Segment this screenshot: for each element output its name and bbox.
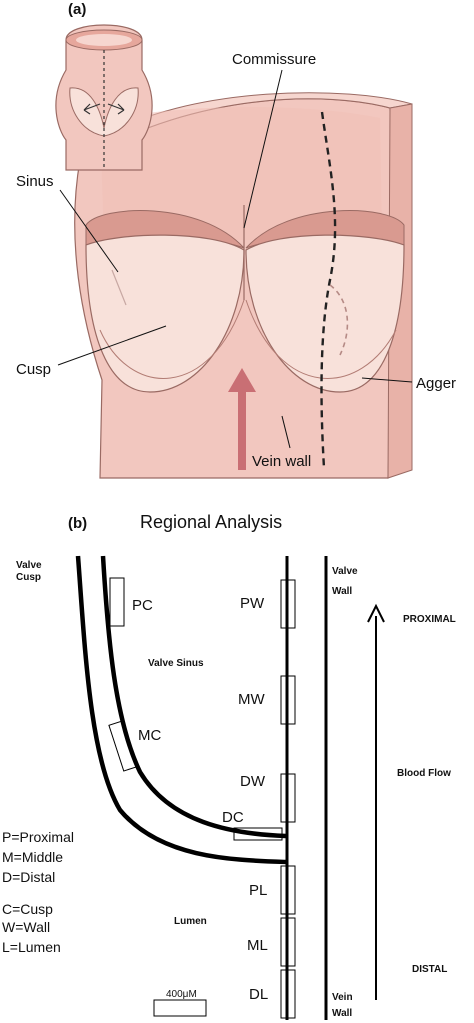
legend-item-middle: M=Middle [2,849,63,865]
vein-wall-label: Vein wall [252,453,311,470]
valve-wall-label-1: Valve [332,566,358,577]
sinus-label: Sinus [16,173,54,190]
panel-b: (b) Regional Analysis PC MC DC PW MW DW … [2,512,456,1020]
panel-a: (a) [16,1,456,479]
region-box-pl [280,865,296,915]
panel-b-title: Regional Analysis [140,512,282,532]
region-label-dl: DL [249,986,268,1003]
agger-leader [361,377,413,383]
proximal-label: PROXIMAL [403,614,456,625]
region-label-dc: DC [222,809,244,826]
agger-right [245,299,397,379]
region-box-mc [108,720,138,772]
scale-bar-label: 400μM [166,989,197,1000]
vein-inner-wall [100,107,382,240]
inset-tube-icon [55,24,153,171]
legend-item-distal: D=Distal [2,869,55,885]
cusp-leader [57,325,167,366]
sinus-leader [59,189,119,273]
region-label-mw: MW [238,691,265,708]
region-box-pc [109,577,125,627]
region-label-pw: PW [240,595,265,612]
region-box-mw [280,675,296,725]
agger-left [99,299,245,379]
region-label-pl: PL [249,882,267,899]
region-label-ml: ML [247,937,268,954]
cusp-outer-curve [75,555,287,865]
legend-item-cusp: C=Cusp [2,901,53,917]
region-label-mc: MC [138,727,161,744]
dashed-cut-line [320,111,337,469]
cusp-label: Cusp [16,361,51,378]
cusp-right [245,234,405,393]
blood-flow-label: Blood Flow [397,768,451,779]
lumen-label: Lumen [174,916,207,927]
valve-wall-label-2: Wall [332,586,352,597]
legend-item-wall: W=Wall [2,919,50,935]
blood-flow-arrow-icon [367,603,385,623]
region-label-dw: DW [240,773,266,790]
region-label-pc: PC [132,597,153,614]
vein-wall-b-label-2: Wall [332,1008,352,1019]
legend-item-proximal: P=Proximal [2,829,74,845]
valve-sinus-label: Valve Sinus [148,658,204,669]
flow-arrow-icon [228,368,256,470]
region-box-ml [280,917,296,967]
vein-wall-leader [281,415,291,449]
commissure-leader [243,69,283,229]
sinus-pointer-dash [111,269,127,306]
distal-label: DISTAL [412,964,447,975]
agger-label: Agger [416,375,456,392]
scale-bar [153,999,207,1017]
vein-wall-b-label-1: Vein [332,992,353,1003]
region-box-dc [233,827,283,841]
cusp-inner-curve [100,555,287,839]
valve-cusp-label-2: Cusp [16,572,41,583]
dashed-cusp-line [329,284,349,356]
commissure-label: Commissure [232,51,316,68]
legend-item-lumen: L=Lumen [2,939,61,955]
panel-a-label: (a) [68,1,86,18]
region-box-dl [280,969,296,1019]
valve-cusp-label-1: Valve [16,560,42,571]
region-box-pw [280,579,296,629]
panel-b-label: (b) [68,515,87,532]
region-box-dw [280,773,296,823]
